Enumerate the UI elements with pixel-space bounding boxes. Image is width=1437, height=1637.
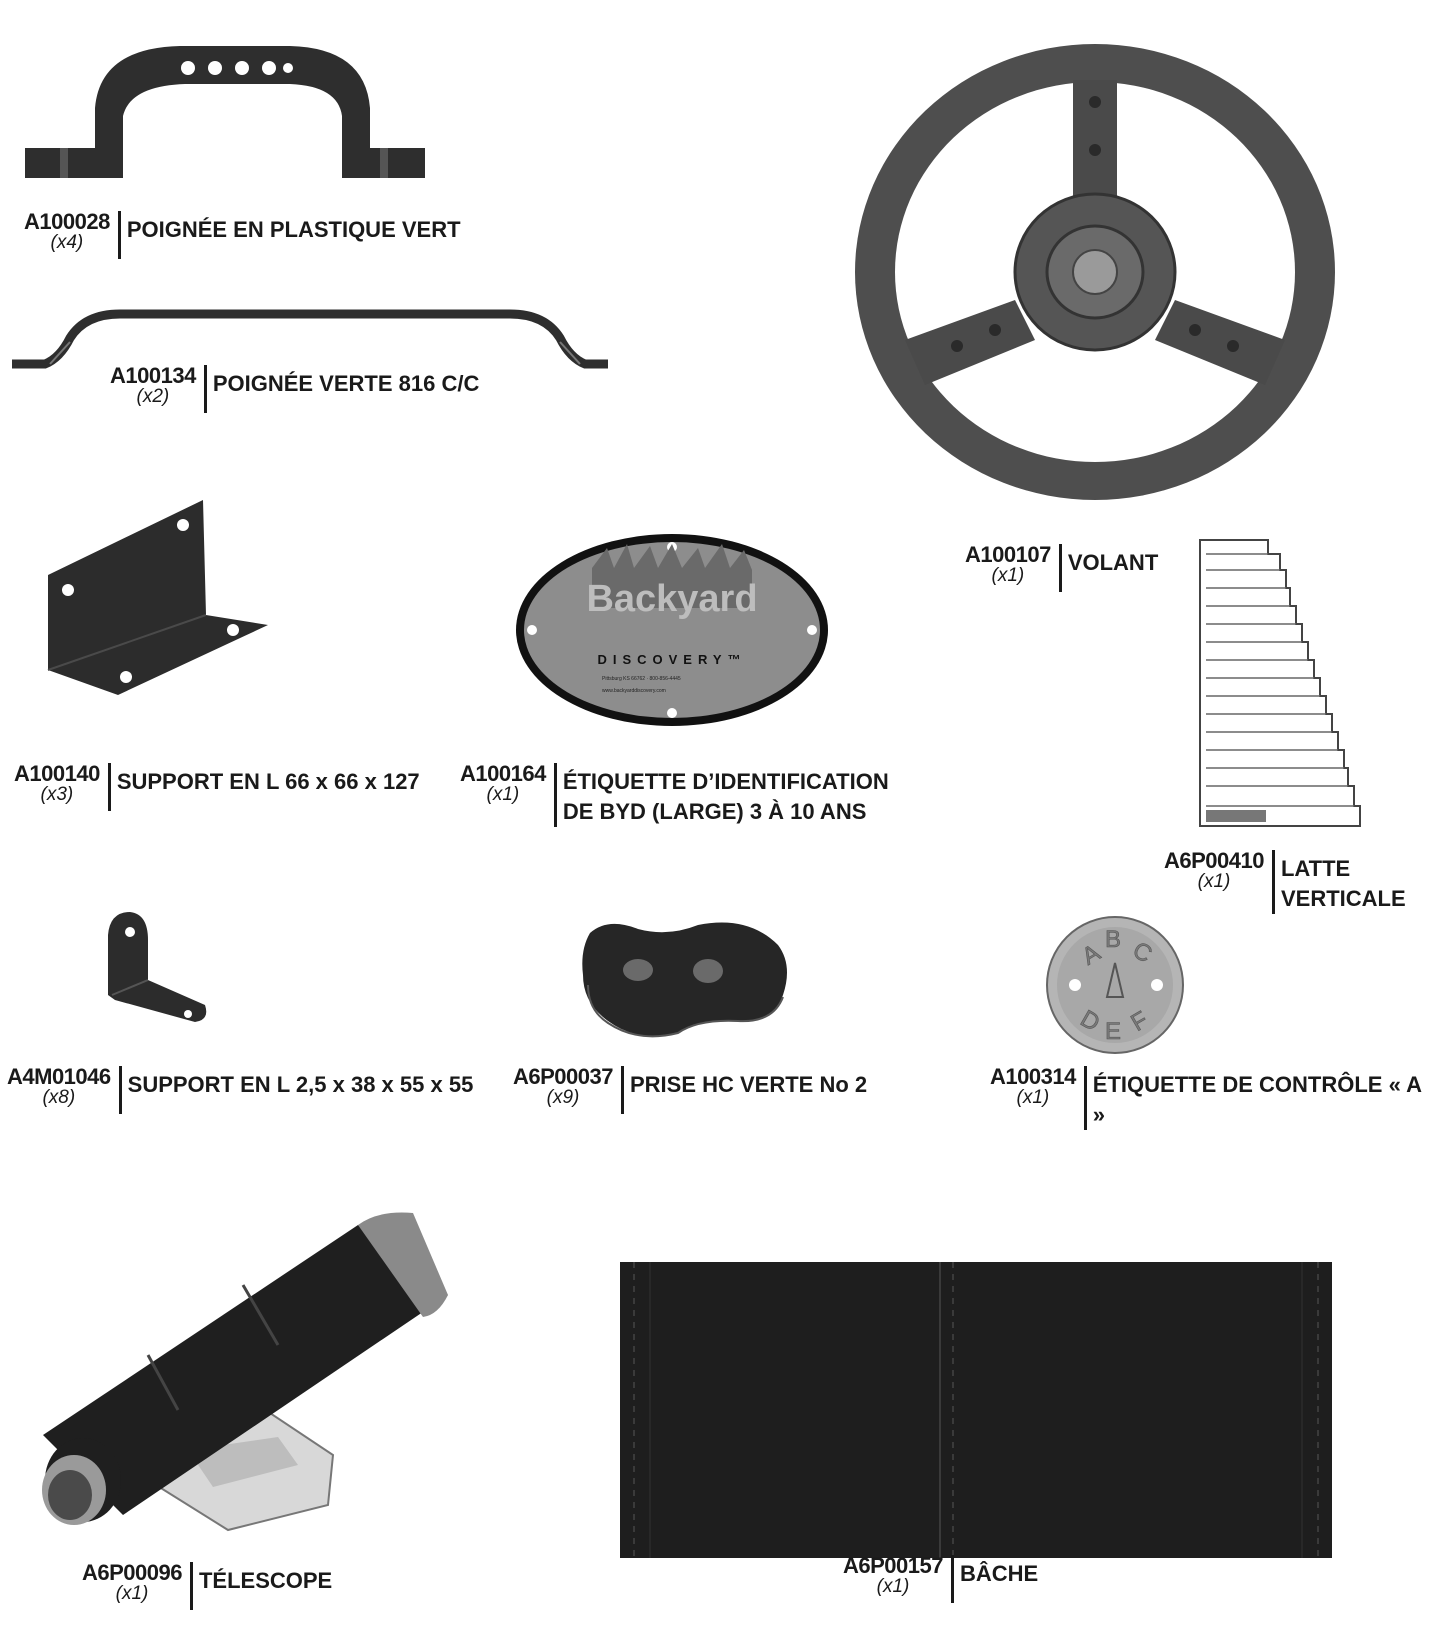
steering-wheel-image bbox=[855, 44, 1335, 500]
part-code: A6P00037 bbox=[513, 1064, 613, 1089]
part-quantity: (x1) bbox=[1016, 1087, 1050, 1108]
part-name: POIGNÉE EN PLASTIQUE VERT bbox=[126, 217, 461, 242]
part-name: BÂCHE bbox=[959, 1561, 1039, 1586]
svg-text:www.backyarddiscovery.com: www.backyarddiscovery.com bbox=[602, 688, 666, 694]
part-number-group: A4M01046 (x8) bbox=[7, 1064, 111, 1108]
part-name: TÉLESCOPE bbox=[198, 1568, 333, 1593]
part-code: A100107 bbox=[965, 542, 1051, 567]
part-code: A6P00096 bbox=[82, 1560, 182, 1585]
part-code: A4M01046 bbox=[7, 1064, 111, 1089]
separator-bar bbox=[1271, 850, 1275, 914]
part-quantity: (x8) bbox=[42, 1087, 76, 1108]
svg-text:B: B bbox=[1105, 926, 1121, 953]
id-tag-image: Pittsburg KS 66762 · 800-856-4445 www.ba… bbox=[512, 530, 832, 730]
part-quantity: (x3) bbox=[40, 784, 74, 805]
part-name: VOLANT bbox=[1067, 550, 1159, 575]
part-name: SUPPORT EN L 66 x 66 x 127 bbox=[116, 769, 420, 794]
id-tag-logo-sub: DISCOVERY™ bbox=[597, 652, 747, 667]
svg-text:Pittsburg KS 66762 · 800-856-4: Pittsburg KS 66762 · 800-856-4445 bbox=[602, 676, 681, 682]
part-name: SUPPORT EN L 2,5 x 38 x 55 x 55 bbox=[127, 1072, 474, 1097]
part-number-group: A100028 (x4) bbox=[24, 209, 110, 253]
telescope-image bbox=[42, 1212, 448, 1532]
green-handle-image bbox=[12, 309, 608, 369]
part-number-group: A6P00037 (x9) bbox=[513, 1064, 613, 1108]
part-quantity: (x4) bbox=[50, 232, 84, 253]
label-a6p00157: A6P00157 (x1) BÂCHE bbox=[843, 1555, 1038, 1603]
part-number-group: A6P00157 (x1) bbox=[843, 1553, 943, 1597]
control-tag-image: A B C D E F bbox=[1046, 916, 1184, 1054]
vertical-slat-image bbox=[1199, 539, 1361, 827]
separator-bar bbox=[1058, 544, 1062, 592]
label-a100140: A100140 (x3) SUPPORT EN L 66 x 66 x 127 bbox=[14, 763, 420, 811]
part-number-group: A6P00410 (x1) bbox=[1164, 848, 1264, 892]
l-bracket-large-image bbox=[47, 500, 268, 695]
separator-bar bbox=[1083, 1066, 1087, 1130]
part-code: A6P00157 bbox=[843, 1553, 943, 1578]
svg-text:E: E bbox=[1105, 1018, 1121, 1045]
part-quantity: (x1) bbox=[486, 784, 520, 805]
label-a100134: A100134 (x2) POIGNÉE VERTE 816 C/C bbox=[110, 365, 479, 413]
part-quantity: (x9) bbox=[546, 1087, 580, 1108]
part-quantity: (x1) bbox=[1197, 871, 1231, 892]
separator-bar bbox=[107, 763, 111, 811]
separator-bar bbox=[553, 763, 557, 827]
plastic-handle-image bbox=[25, 46, 425, 178]
part-number-group: A6P00096 (x1) bbox=[82, 1560, 182, 1604]
label-a100314: A100314 (x1) ÉTIQUETTE DE CONTRÔLE « A » bbox=[990, 1066, 1437, 1130]
part-code: A100164 bbox=[460, 761, 546, 786]
part-name: POIGNÉE VERTE 816 C/C bbox=[212, 371, 480, 396]
part-quantity: (x1) bbox=[991, 565, 1025, 586]
part-name: PRISE HC VERTE No 2 bbox=[629, 1072, 868, 1097]
label-a6p00096: A6P00096 (x1) TÉLESCOPE bbox=[82, 1562, 332, 1610]
part-number-group: A100134 (x2) bbox=[110, 363, 196, 407]
part-number-group: A100140 (x3) bbox=[14, 761, 100, 805]
label-a100028: A100028 (x4) POIGNÉE EN PLASTIQUE VERT bbox=[24, 211, 461, 259]
separator-bar bbox=[950, 1555, 954, 1603]
part-code: A6P00410 bbox=[1164, 848, 1264, 873]
label-a6p00410: A6P00410 (x1) LATTE VERTICALE bbox=[1164, 850, 1406, 914]
part-quantity: (x1) bbox=[115, 1583, 149, 1604]
part-code: A100134 bbox=[110, 363, 196, 388]
part-name: ÉTIQUETTE DE CONTRÔLE « A » bbox=[1092, 1072, 1422, 1127]
part-quantity: (x2) bbox=[136, 386, 170, 407]
part-code: A100028 bbox=[24, 209, 110, 234]
part-quantity: (x1) bbox=[876, 1576, 910, 1597]
label-a100107: A100107 (x1) VOLANT bbox=[965, 544, 1158, 592]
part-code: A100314 bbox=[990, 1064, 1076, 1089]
part-code: A100140 bbox=[14, 761, 100, 786]
separator-bar bbox=[203, 365, 207, 413]
climbing-hold-image bbox=[582, 922, 787, 1038]
part-number-group: A100107 (x1) bbox=[965, 542, 1051, 586]
separator-bar bbox=[620, 1066, 624, 1114]
id-tag-logo-text: Backyard bbox=[586, 578, 758, 620]
tarp-image bbox=[620, 1262, 1332, 1558]
part-name: ÉTIQUETTE D’IDENTIFICATION DE BYD (LARGE… bbox=[562, 769, 889, 824]
part-number-group: A100164 (x1) bbox=[460, 761, 546, 805]
part-number-group: A100314 (x1) bbox=[990, 1064, 1076, 1108]
separator-bar bbox=[189, 1562, 193, 1610]
label-a6p00037: A6P00037 (x9) PRISE HC VERTE No 2 bbox=[513, 1066, 867, 1114]
label-a100164: A100164 (x1) ÉTIQUETTE D’IDENTIFICATION … bbox=[460, 763, 889, 827]
separator-bar bbox=[118, 1066, 122, 1114]
label-a4m01046: A4M01046 (x8) SUPPORT EN L 2,5 x 38 x 55… bbox=[7, 1066, 473, 1114]
part-name: LATTE VERTICALE bbox=[1280, 856, 1406, 911]
separator-bar bbox=[117, 211, 121, 259]
l-bracket-small-image bbox=[108, 912, 207, 1022]
